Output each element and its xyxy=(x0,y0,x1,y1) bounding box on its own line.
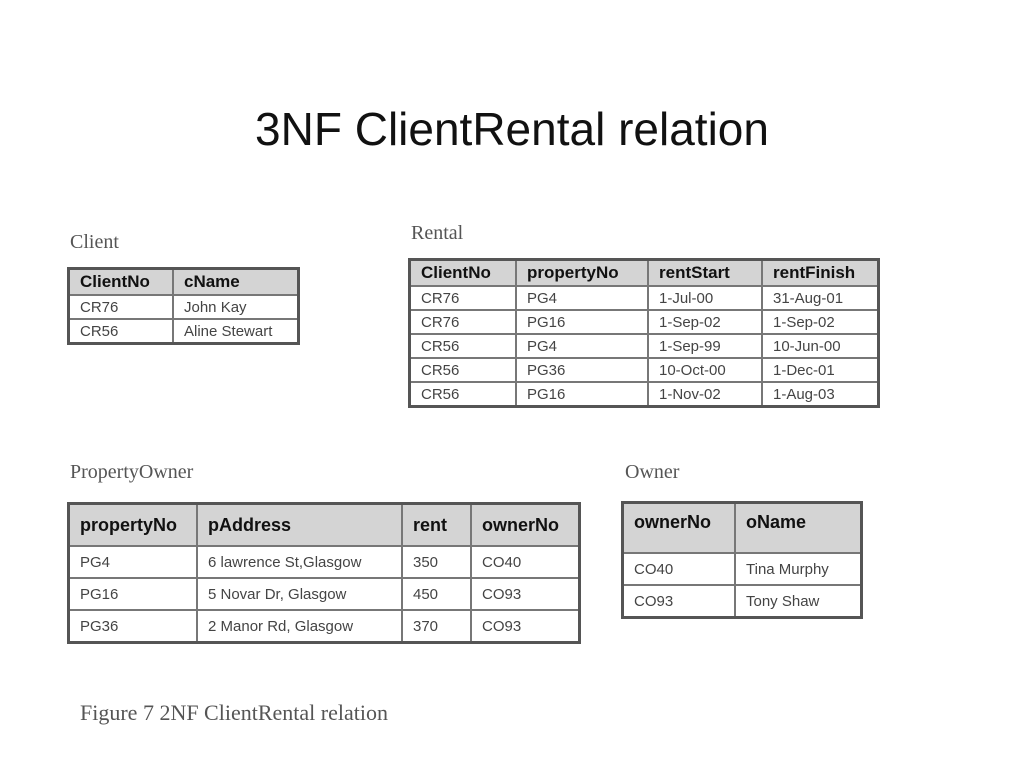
table-cell: CO40 xyxy=(621,552,736,586)
table-row: CR56 Aline Stewart xyxy=(67,318,300,345)
rental-table: ClientNo propertyNo rentStart rentFinish… xyxy=(408,258,880,408)
table-cell: 10-Jun-00 xyxy=(761,333,880,359)
table-cell: CR56 xyxy=(408,381,517,408)
table-row: CR76 John Kay xyxy=(67,294,300,320)
table-cell: CR76 xyxy=(67,294,174,320)
table-cell: CR76 xyxy=(408,285,517,311)
table-row: PG36 2 Manor Rd, Glasgow 370 CO93 xyxy=(67,609,581,644)
column-header: rent xyxy=(401,502,472,547)
table-cell: CR56 xyxy=(408,333,517,359)
client-table-caption: Client xyxy=(70,231,119,253)
owner-table-caption: Owner xyxy=(625,461,680,483)
column-header: cName xyxy=(172,267,300,296)
table-cell: Aline Stewart xyxy=(172,318,300,345)
slide-title: 3NF ClientRental relation xyxy=(255,103,769,155)
table-row: CR56 PG36 10-Oct-00 1-Dec-01 xyxy=(408,357,880,383)
table-cell: 10-Oct-00 xyxy=(647,357,763,383)
table-cell: 450 xyxy=(401,577,472,611)
table-cell: PG36 xyxy=(515,357,649,383)
property-owner-table-caption: PropertyOwner xyxy=(70,461,194,483)
table-cell: 1-Nov-02 xyxy=(647,381,763,408)
rental-table-caption: Rental xyxy=(411,222,464,244)
table-cell: 370 xyxy=(401,609,472,644)
table-header-row: ownerNo oName xyxy=(621,501,863,554)
column-header: ClientNo xyxy=(67,267,174,296)
table-cell: 2 Manor Rd, Glasgow xyxy=(196,609,403,644)
table-cell: CR56 xyxy=(408,357,517,383)
property-owner-table: propertyNo pAddress rent ownerNo PG4 6 l… xyxy=(67,502,581,644)
table-cell: PG36 xyxy=(67,609,198,644)
table-cell: CO93 xyxy=(470,577,581,611)
table-row: CO93 Tony Shaw xyxy=(621,584,863,619)
table-row: PG16 5 Novar Dr, Glasgow 450 CO93 xyxy=(67,577,581,611)
table-cell: 1-Jul-00 xyxy=(647,285,763,311)
table-row: CR76 PG4 1-Jul-00 31-Aug-01 xyxy=(408,285,880,311)
figure-caption: Figure 7 2NF ClientRental relation xyxy=(80,700,388,725)
column-header: pAddress xyxy=(196,502,403,547)
column-header: propertyNo xyxy=(67,502,198,547)
table-cell: PG4 xyxy=(515,333,649,359)
column-header: ownerNo xyxy=(470,502,581,547)
table-row: CR56 PG16 1-Nov-02 1-Aug-03 xyxy=(408,381,880,408)
table-cell: CR56 xyxy=(67,318,174,345)
table-cell: 5 Novar Dr, Glasgow xyxy=(196,577,403,611)
table-cell: John Kay xyxy=(172,294,300,320)
table-cell: 1-Sep-02 xyxy=(761,309,880,335)
table-cell: Tina Murphy xyxy=(734,552,863,586)
table-row: PG4 6 lawrence St,Glasgow 350 CO40 xyxy=(67,545,581,579)
table-cell: 1-Sep-02 xyxy=(647,309,763,335)
table-cell: PG16 xyxy=(67,577,198,611)
column-header: oName xyxy=(734,501,863,554)
table-cell: CO93 xyxy=(470,609,581,644)
table-cell: 350 xyxy=(401,545,472,579)
table-row: CO40 Tina Murphy xyxy=(621,552,863,586)
table-cell: 1-Aug-03 xyxy=(761,381,880,408)
table-header-row: propertyNo pAddress rent ownerNo xyxy=(67,502,581,547)
table-cell: 31-Aug-01 xyxy=(761,285,880,311)
table-cell: Tony Shaw xyxy=(734,584,863,619)
table-cell: 6 lawrence St,Glasgow xyxy=(196,545,403,579)
table-header-row: ClientNo cName xyxy=(67,267,300,296)
table-row: CR76 PG16 1-Sep-02 1-Sep-02 xyxy=(408,309,880,335)
column-header: ownerNo xyxy=(621,501,736,554)
column-header: ClientNo xyxy=(408,258,517,287)
table-cell: PG16 xyxy=(515,309,649,335)
table-cell: CR76 xyxy=(408,309,517,335)
table-cell: 1-Sep-99 xyxy=(647,333,763,359)
table-cell: PG4 xyxy=(515,285,649,311)
column-header: rentFinish xyxy=(761,258,880,287)
table-cell: CO40 xyxy=(470,545,581,579)
table-cell: PG4 xyxy=(67,545,198,579)
owner-table: ownerNo oName CO40 Tina Murphy CO93 Tony… xyxy=(621,501,863,619)
table-header-row: ClientNo propertyNo rentStart rentFinish xyxy=(408,258,880,287)
table-cell: CO93 xyxy=(621,584,736,619)
column-header: rentStart xyxy=(647,258,763,287)
table-cell: 1-Dec-01 xyxy=(761,357,880,383)
table-cell: PG16 xyxy=(515,381,649,408)
client-table: ClientNo cName CR76 John Kay CR56 Aline … xyxy=(67,267,300,345)
column-header: propertyNo xyxy=(515,258,649,287)
table-row: CR56 PG4 1-Sep-99 10-Jun-00 xyxy=(408,333,880,359)
